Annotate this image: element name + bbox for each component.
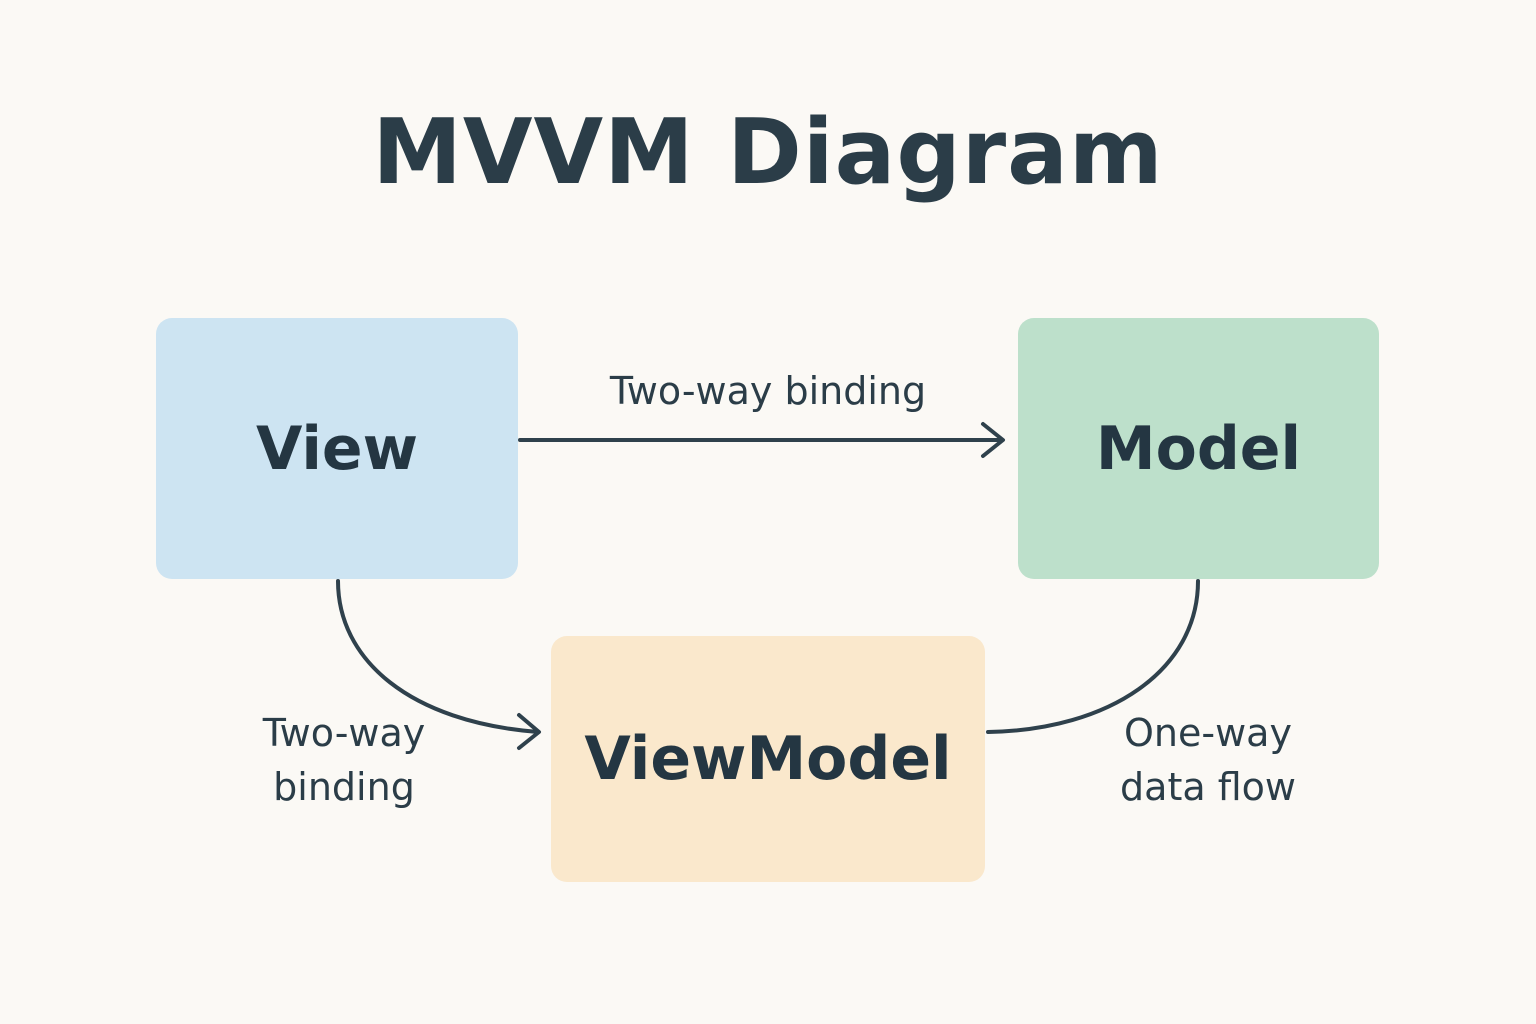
edge-label-view-viewmodel: Two-way binding xyxy=(214,706,474,814)
edge-label-model-viewmodel-line2: data flow xyxy=(1120,765,1296,809)
model-node: Model xyxy=(1018,318,1379,579)
edge-label-view-model-line1: Two-way binding xyxy=(609,369,927,413)
view-node-label: View xyxy=(255,413,419,484)
page-title: MVVM Diagram xyxy=(372,100,1164,205)
edge-label-model-viewmodel-line1: One-way xyxy=(1124,711,1292,755)
view-node: View xyxy=(156,318,518,579)
edge-label-view-viewmodel-line2: binding xyxy=(273,765,415,809)
viewmodel-node: ViewModel xyxy=(551,636,985,882)
edge-label-view-model: Two-way binding xyxy=(560,364,976,418)
arrowhead-view-viewmodel-icon xyxy=(517,713,541,750)
edge-label-view-viewmodel-line1: Two-way xyxy=(262,711,426,755)
connector-view-viewmodel xyxy=(336,579,540,734)
model-node-label: Model xyxy=(1095,413,1302,484)
connector-model-viewmodel xyxy=(986,579,1200,734)
edge-label-model-viewmodel: One-way data flow xyxy=(1092,706,1324,814)
arrowhead-view-model-icon xyxy=(981,422,1005,458)
viewmodel-node-label: ViewModel xyxy=(584,724,952,794)
